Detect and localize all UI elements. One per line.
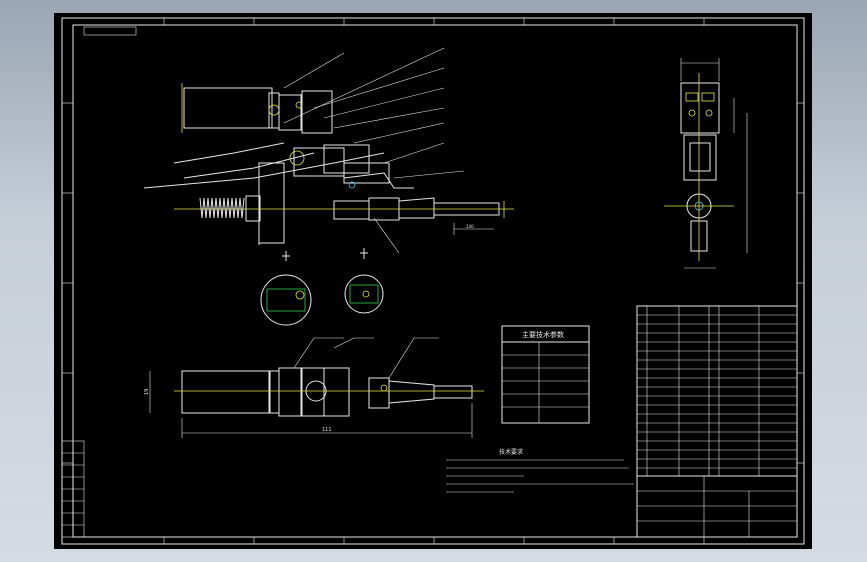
length-dimension: 111	[322, 427, 332, 433]
inner-frame	[72, 24, 798, 538]
side-view	[664, 58, 748, 269]
cad-drawing: 140 111 19	[61, 17, 805, 545]
outer-frame	[61, 17, 805, 545]
table-title: 主要技术参数	[522, 330, 564, 339]
technical-requirements	[446, 459, 634, 493]
zone-ticks	[62, 18, 804, 544]
revision-strip	[61, 440, 85, 538]
lower-assembly-view	[149, 337, 484, 438]
section-view-right	[344, 248, 384, 314]
section-view-left	[260, 251, 312, 326]
svg-text:140: 140	[466, 224, 474, 229]
height-dimension: 19	[144, 389, 150, 395]
main-assembly-view: 140	[143, 47, 514, 254]
spring-coil	[199, 197, 245, 219]
tech-title: 技术要求	[499, 448, 523, 456]
drawing-number-box	[83, 26, 137, 36]
parts-list	[636, 305, 798, 477]
title-block	[636, 475, 798, 538]
drawing-sheet: 140 111 19	[54, 13, 812, 549]
parameter-table	[501, 325, 590, 424]
